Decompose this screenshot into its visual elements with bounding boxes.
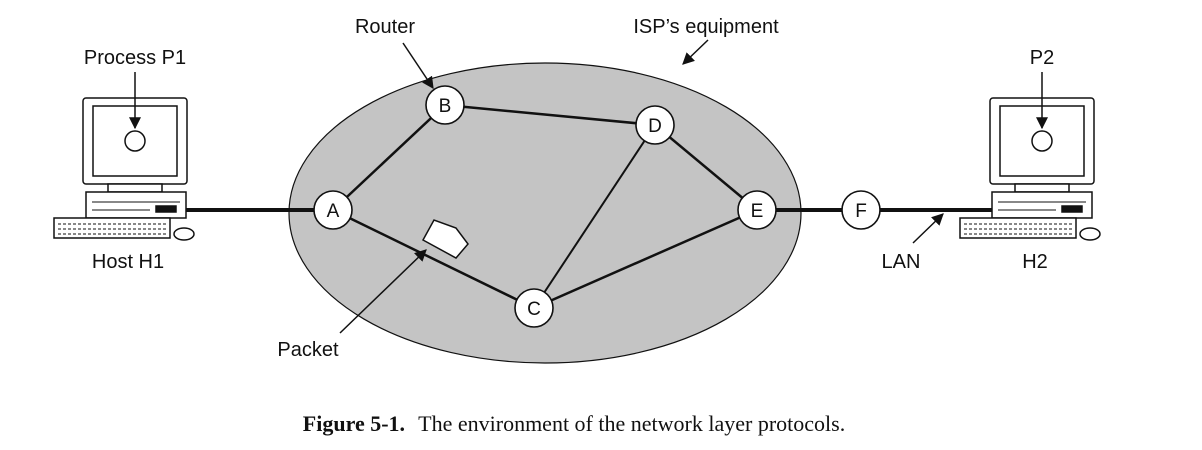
router-d: D xyxy=(635,105,675,145)
link-c-d xyxy=(533,124,656,309)
host-h1-computer xyxy=(53,97,195,241)
router-f: F xyxy=(841,190,881,230)
h1-mouse xyxy=(173,227,195,241)
h2-monitor-base xyxy=(1014,183,1070,193)
router-a: A xyxy=(313,190,353,230)
router-label: Router xyxy=(355,16,415,38)
process-p1-icon xyxy=(124,130,146,152)
isp-equipment-label: ISP’s equipment xyxy=(633,16,779,38)
router-b-label: B xyxy=(439,96,452,117)
lan-arrow xyxy=(912,213,944,244)
router-arrow xyxy=(402,42,434,89)
link-a-c xyxy=(332,208,535,310)
router-b: B xyxy=(425,85,465,125)
link-d-e xyxy=(654,124,758,211)
packet-shape xyxy=(421,219,469,259)
process-p2-icon xyxy=(1031,130,1053,152)
h1-case xyxy=(85,191,187,219)
isp-arrow xyxy=(682,39,709,65)
h1-keyboard xyxy=(53,217,171,239)
link-b-d xyxy=(444,103,656,127)
router-a-label: A xyxy=(327,201,340,222)
router-c: C xyxy=(514,288,554,328)
link-a-b xyxy=(332,104,446,211)
h1-monitor-base xyxy=(107,183,163,193)
host-h2-computer xyxy=(959,97,1101,241)
router-d-label: D xyxy=(648,116,662,137)
figure-caption: Figure 5-1. The environment of the netwo… xyxy=(303,411,845,436)
router-e: E xyxy=(737,190,777,230)
packet-label: Packet xyxy=(277,339,339,361)
caption-number: Figure 5-1. xyxy=(303,411,405,436)
host-h1-label: Host H1 xyxy=(92,251,164,273)
h2-label: H2 xyxy=(1022,251,1048,273)
link-c-e xyxy=(533,208,758,310)
process-p1-label: Process P1 xyxy=(84,47,186,69)
router-e-label: E xyxy=(751,201,764,222)
isp-cloud xyxy=(288,62,802,364)
lan-label: LAN xyxy=(882,251,921,273)
packet-arrow xyxy=(339,249,427,334)
router-c-label: C xyxy=(527,299,541,320)
h2-case xyxy=(991,191,1093,219)
caption-text: The environment of the network layer pro… xyxy=(418,411,845,436)
p2-label: P2 xyxy=(1030,47,1054,69)
h2-keyboard xyxy=(959,217,1077,239)
router-f-label: F xyxy=(855,201,867,222)
leader-arrows xyxy=(129,39,1048,334)
h2-mouse xyxy=(1079,227,1101,241)
